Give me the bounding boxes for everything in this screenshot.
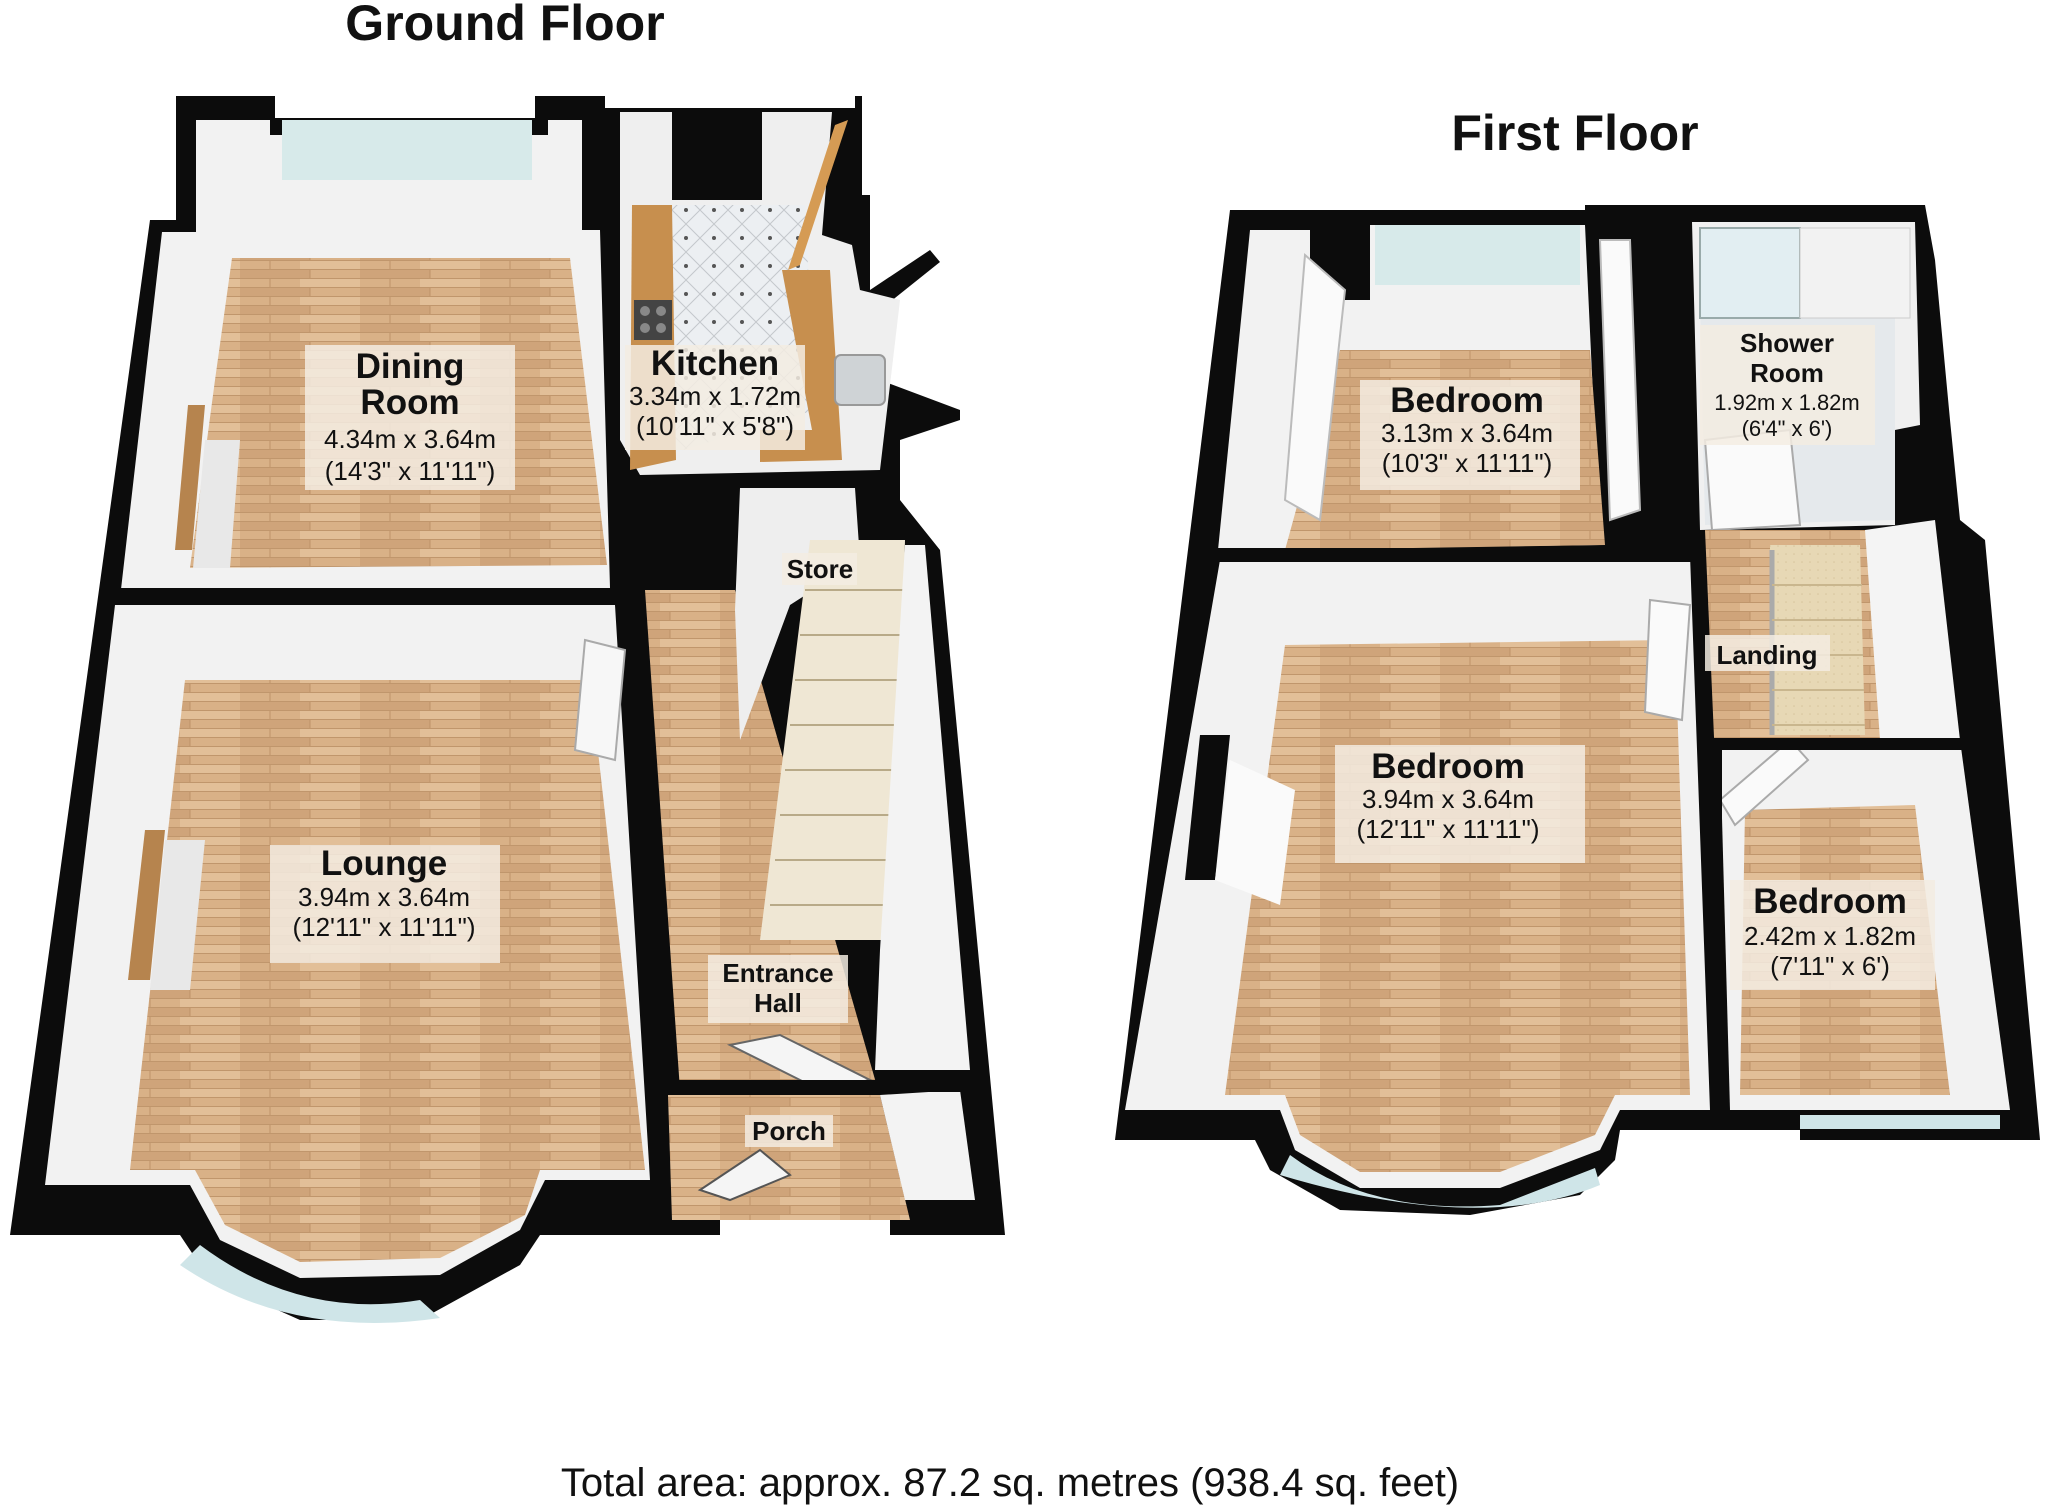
store-label: Store <box>782 553 857 585</box>
porch-right-wall <box>880 1090 975 1200</box>
shower-room-label: Shower Room 1.92m x 1.82m (6'4" x 6') <box>1700 325 1875 445</box>
bedroom-front-bay-window <box>1280 1155 1600 1208</box>
first-floor-title: First Floor <box>1451 105 1698 161</box>
shower-room-size-ft: (6'4" x 6') <box>1742 416 1833 441</box>
lounge-fireplace <box>128 830 165 980</box>
bedroom-rear-size-m: 3.13m x 3.64m <box>1381 418 1553 448</box>
entrance-hall-name-line2: Hall <box>754 988 802 1018</box>
lounge-door <box>573 638 627 762</box>
first-wall-bedroom-split <box>1710 745 1722 1115</box>
dining-room-window <box>282 120 532 180</box>
porch-name: Porch <box>752 1116 826 1146</box>
porch-floor <box>668 1095 910 1220</box>
bedroom-rear-size-ft: (10'3" x 11'11") <box>1382 448 1553 478</box>
kitchen-size-ft: (10'11" x 5'8") <box>636 411 794 441</box>
kitchen-back-door <box>788 120 848 270</box>
bedroom-front-door <box>1643 598 1692 722</box>
bedroom-front-size-ft: (12'11" x 11'11") <box>1356 814 1539 844</box>
bedroom-rear-window <box>1375 225 1580 285</box>
dining-room-name-line2: Room <box>360 383 459 422</box>
bedroom-front-size-m: 3.94m x 3.64m <box>1362 784 1534 814</box>
dining-room-size-m: 4.34m x 3.64m <box>324 424 496 454</box>
shower-room-name-line2: Room <box>1750 358 1824 388</box>
dining-fireplace <box>175 405 205 550</box>
porch-dividing-wall <box>665 1080 965 1092</box>
bedroom-small-name: Bedroom <box>1753 882 1907 921</box>
bedroom-small-label: Bedroom 2.42m x 1.82m (7'11" x 6') <box>1730 880 1935 990</box>
dining-room-label: Dining Room 4.34m x 3.64m (14'3" x 11'11… <box>305 345 515 490</box>
lounge-bay-window <box>180 1245 440 1323</box>
bedroom-front-floor <box>1225 640 1690 1172</box>
bedroom-small-window <box>1800 1115 2000 1129</box>
lounge-floor <box>130 680 645 1262</box>
dining-room-name-line1: Dining <box>356 347 465 386</box>
ground-floor: Ground Floor <box>10 0 1005 1323</box>
entrance-hall-label: Entrance Hall <box>708 955 848 1023</box>
bedroom-rear-wardrobe <box>1283 252 1347 522</box>
hall-right-wall <box>875 545 970 1070</box>
dining-hearth <box>193 440 240 568</box>
landing-wardrobe <box>1598 239 1642 522</box>
first-floor: First Floor <box>1115 105 2040 1215</box>
shower-enclosure <box>1699 227 1801 319</box>
landing-right-wall <box>1865 520 1960 740</box>
ground-floor-title: Ground Floor <box>345 0 664 51</box>
bedroom-rear-name: Bedroom <box>1390 381 1544 420</box>
first-dividing-wall-landing <box>1700 738 1965 750</box>
shower-room-name-line1: Shower <box>1740 328 1834 358</box>
ground-dividing-wall <box>115 588 645 602</box>
lounge-size-m: 3.94m x 3.64m <box>298 882 470 912</box>
bedroom-front-label: Bedroom 3.94m x 3.64m (12'11" x 11'11") <box>1335 745 1585 863</box>
kitchen-name: Kitchen <box>651 344 779 383</box>
bedroom-rear-label: Bedroom 3.13m x 3.64m (10'3" x 11'11") <box>1360 380 1580 490</box>
staircase-ground <box>760 540 905 940</box>
entrance-hall-name-line1: Entrance <box>722 958 833 988</box>
lounge-hearth <box>150 840 205 990</box>
porch-label: Porch <box>745 1115 833 1147</box>
bedroom-front-name: Bedroom <box>1371 747 1525 786</box>
dining-room-size-ft: (14'3" x 11'11") <box>325 456 496 486</box>
front-door-icon <box>697 1148 792 1202</box>
lounge-label: Lounge 3.94m x 3.64m (12'11" x 11'11") <box>270 844 500 963</box>
bedroom-front-alcove <box>1215 760 1295 905</box>
lounge-size-ft: (12'11" x 11'11") <box>292 912 475 942</box>
shower-tiles <box>1799 227 1911 319</box>
bedroom-small-door <box>1718 738 1810 827</box>
bedroom-small-size-m: 2.42m x 1.82m <box>1744 921 1916 951</box>
kitchen-hob-icon <box>634 300 672 340</box>
kitchen-label: Kitchen 3.34m x 1.72m (10'11" x 5'8") <box>625 344 805 450</box>
shower-room-size-m: 1.92m x 1.82m <box>1714 390 1860 415</box>
first-dividing-wall-main <box>1215 548 1695 562</box>
landing-label: Landing <box>1705 635 1830 671</box>
total-area: Total area: approx. 87.2 sq. metres (938… <box>561 1461 1459 1505</box>
bedroom-small-size-ft: (7'11" x 6') <box>1770 951 1890 981</box>
landing-name: Landing <box>1716 640 1817 670</box>
kitchen-sink-icon <box>834 354 886 406</box>
lounge-name: Lounge <box>321 844 447 883</box>
kitchen-size-m: 3.34m x 1.72m <box>629 381 801 411</box>
bedroom-front-chimney-breast <box>1185 735 1230 880</box>
store-name: Store <box>787 554 853 584</box>
